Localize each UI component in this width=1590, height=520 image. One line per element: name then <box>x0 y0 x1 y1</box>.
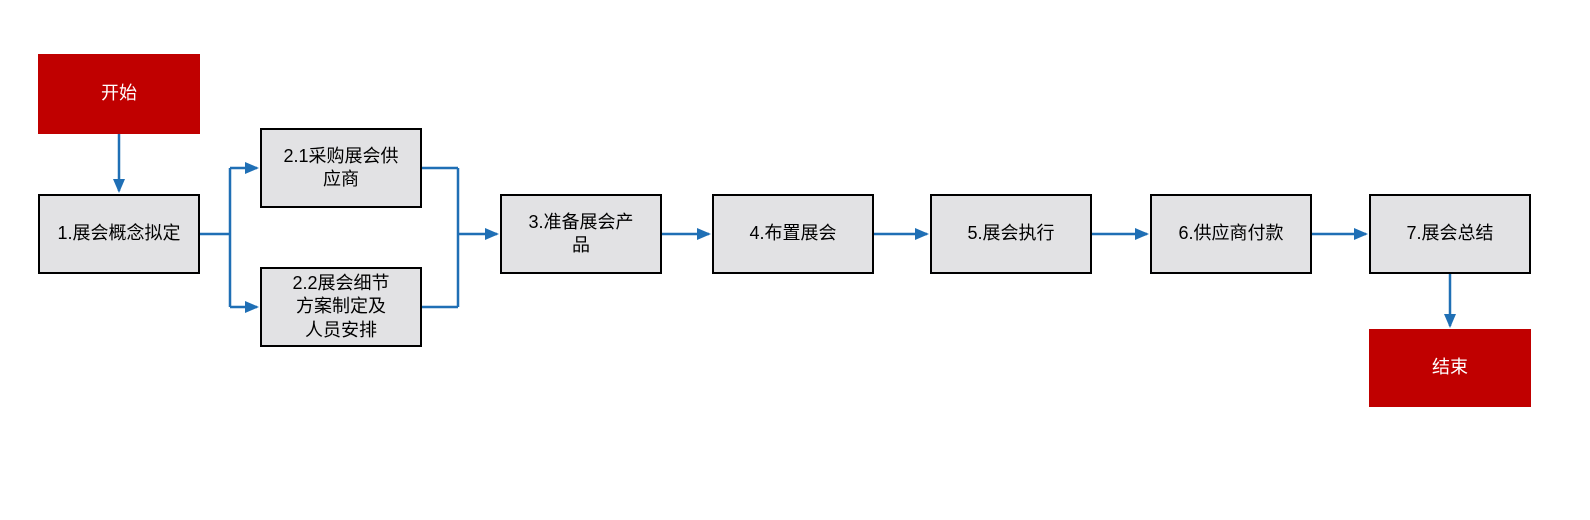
node-label: 2.1采购展会供 应商 <box>283 145 399 189</box>
node-4-setup-exhibition[interactable]: 4.布置展会 <box>712 194 874 274</box>
node-2-1-procure-suppliers[interactable]: 2.1采购展会供 应商 <box>260 128 422 208</box>
node-7-exhibition-summary[interactable]: 7.展会总结 <box>1369 194 1531 274</box>
node-2-2-detail-plan-staffing[interactable]: 2.2展会细节 方案制定及 人员安排 <box>260 267 422 347</box>
node-label: 开始 <box>101 83 137 104</box>
node-5-execute-exhibition[interactable]: 5.展会执行 <box>930 194 1092 274</box>
node-label: 7.展会总结 <box>1406 223 1494 244</box>
node-label: 6.供应商付款 <box>1178 223 1284 244</box>
edge-2-merge <box>422 166 460 309</box>
node-label: 1.展会概念拟定 <box>57 223 181 244</box>
node-end[interactable]: 结束 <box>1369 329 1531 407</box>
node-label: 5.展会执行 <box>967 223 1055 244</box>
edge-1-branch <box>200 168 232 307</box>
node-3-prepare-products[interactable]: 3.准备展会产 品 <box>500 194 662 274</box>
node-label: 2.2展会细节 方案制定及 人员安排 <box>292 272 390 340</box>
node-label: 3.准备展会产 品 <box>528 211 634 255</box>
node-6-pay-suppliers[interactable]: 6.供应商付款 <box>1150 194 1312 274</box>
node-1-concept-drafting[interactable]: 1.展会概念拟定 <box>38 194 200 274</box>
node-label: 4.布置展会 <box>749 223 837 244</box>
node-label: 结束 <box>1432 357 1468 378</box>
node-start[interactable]: 开始 <box>38 54 200 134</box>
